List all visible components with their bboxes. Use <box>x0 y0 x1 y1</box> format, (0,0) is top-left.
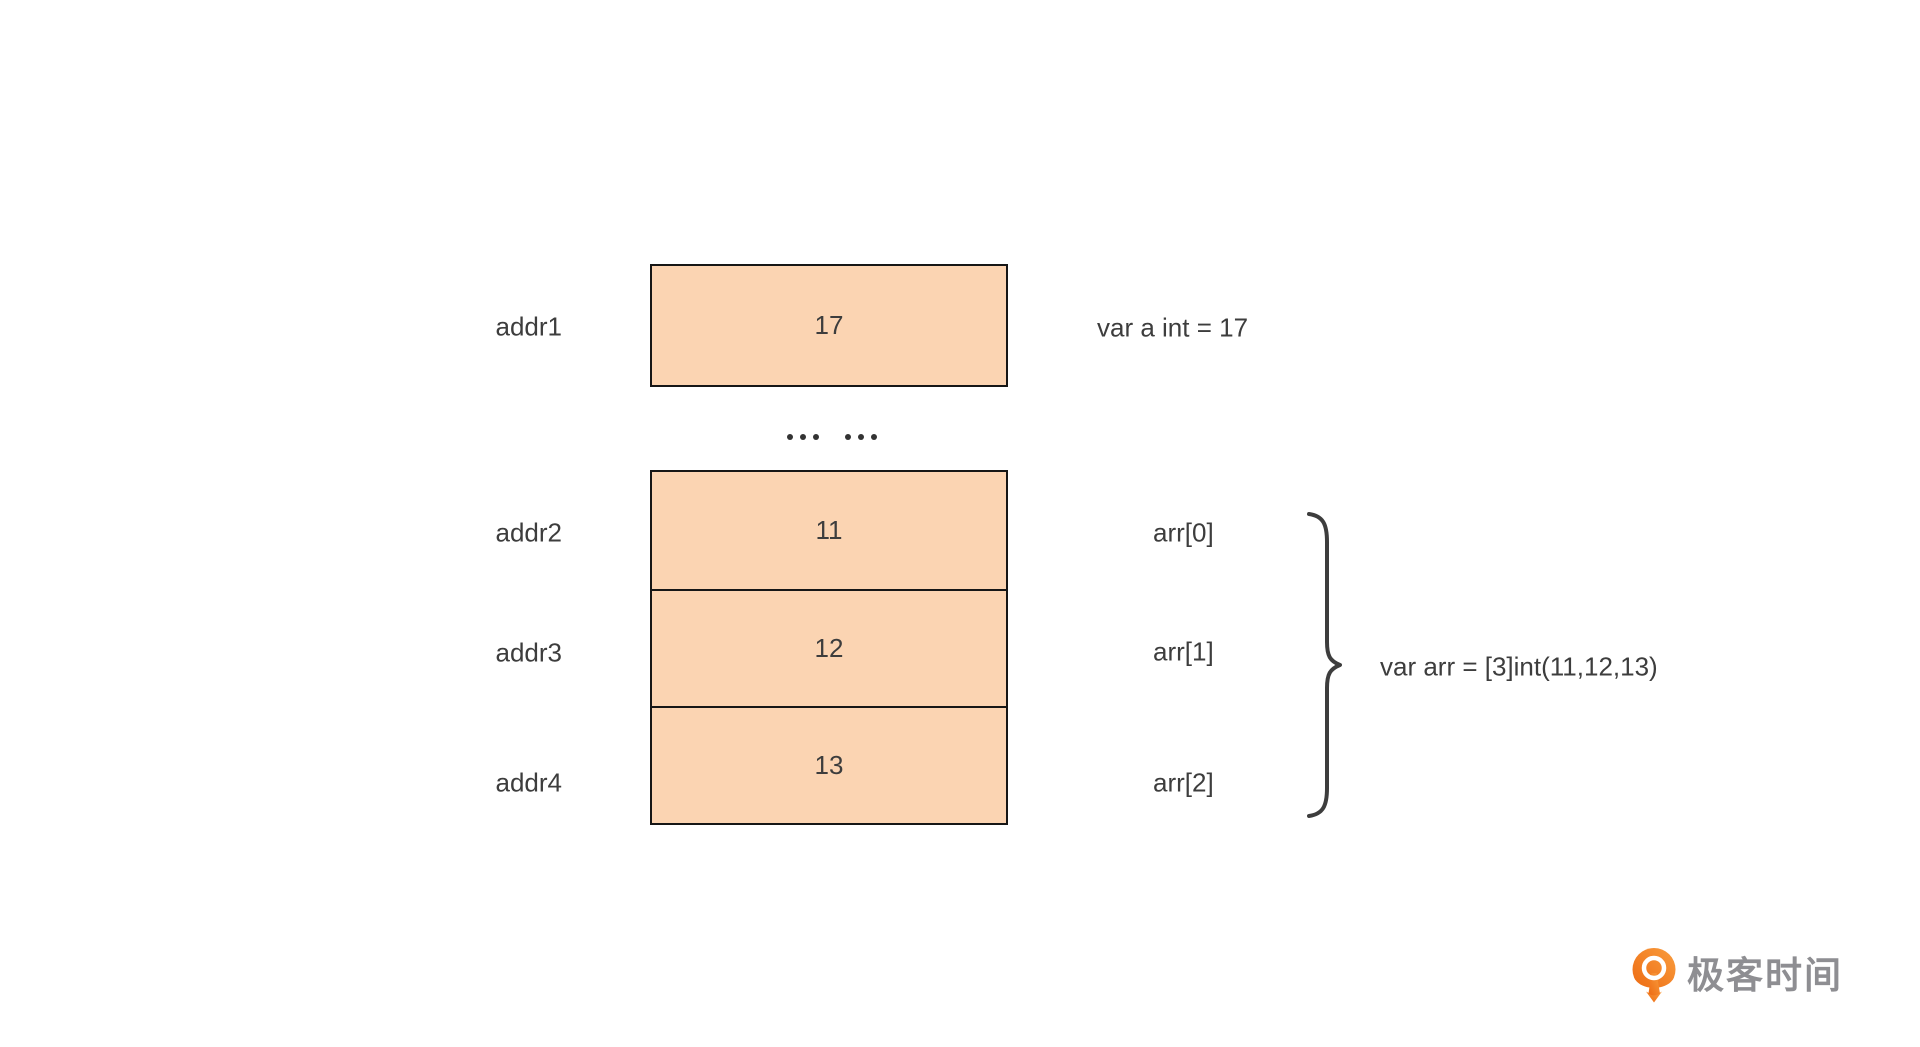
ellipsis-dot-group <box>845 434 877 440</box>
arr-index-0-label: arr[0] <box>1153 517 1214 548</box>
geektime-pin-icon <box>1632 948 1676 1003</box>
curly-brace-icon <box>1307 512 1342 818</box>
memory-cell-value: 13 <box>814 750 844 780</box>
addr1-label: addr1 <box>495 311 563 342</box>
memory-cell-value: 17 <box>814 310 844 340</box>
var-a-annotation: var a int = 17 <box>1097 312 1249 343</box>
addr3-label: addr3 <box>495 637 563 668</box>
memory-cell-arr-0: 11 <box>652 472 1006 589</box>
memory-cell-var-a: 17 <box>650 264 1008 387</box>
memory-cell-value: 12 <box>814 633 844 663</box>
ellipsis-dots <box>787 434 877 440</box>
arr-index-2-label: arr[2] <box>1153 767 1214 798</box>
memory-cell-value: 11 <box>815 515 843 545</box>
ellipsis-dot-group <box>787 434 819 440</box>
geektime-logo: 极客时间 <box>1632 948 1843 1003</box>
memory-array-stack: 11 12 13 <box>650 470 1008 825</box>
addr2-label: addr2 <box>495 517 563 548</box>
memory-cell-arr-2: 13 <box>652 706 1006 823</box>
addr4-label: addr4 <box>495 767 563 798</box>
arr-index-1-label: arr[1] <box>1153 636 1214 667</box>
geektime-logo-text: 极客时间 <box>1687 955 1843 996</box>
memory-cell-arr-1: 12 <box>652 589 1006 706</box>
var-arr-annotation: var arr = [3]int(11,12,13) <box>1380 651 1658 682</box>
